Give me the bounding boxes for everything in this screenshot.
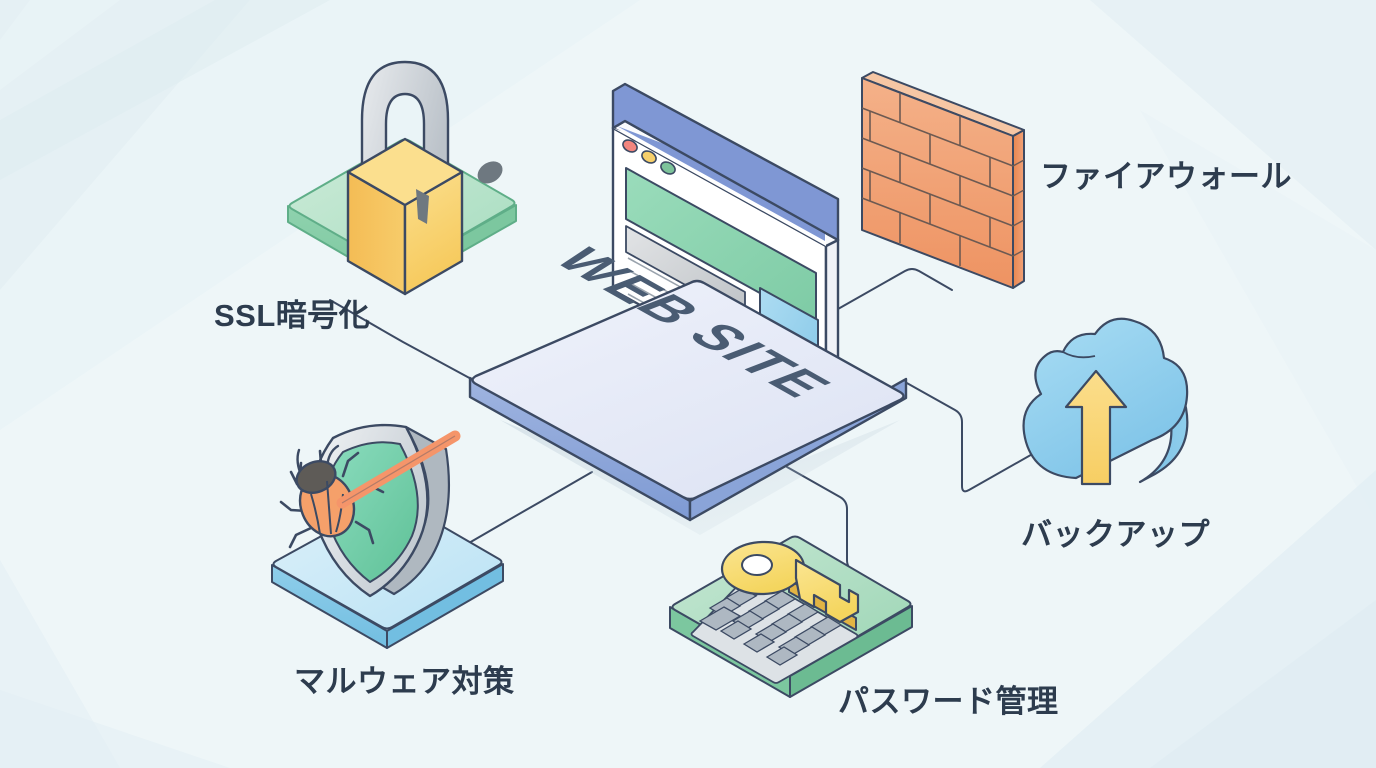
label-malware-protection: マルウェア対策: [294, 664, 515, 699]
label-firewall: ファイアウォール: [1040, 159, 1292, 194]
node-malware-protection[interactable]: [271, 423, 504, 649]
cloud-inner-contour: [1062, 351, 1096, 359]
attack-beam-outline: [341, 435, 456, 504]
bug-head: [295, 460, 337, 494]
connector-center-to-firewall: [837, 268, 953, 310]
malware-platform-side-right: [386, 563, 504, 649]
window-minimize-dot: [641, 150, 657, 164]
attack-beam: [336, 430, 461, 509]
upload-arrow-icon: [1064, 369, 1128, 486]
padlock-keyhole-icon: [416, 161, 503, 224]
window-maximize-dot: [660, 161, 676, 175]
node-ssl-encryption[interactable]: [287, 60, 517, 296]
node-firewall[interactable]: [861, 71, 1025, 289]
brick-side-joints: [1012, 159, 1025, 257]
connector-center-to-ssl: [329, 299, 476, 382]
connector-center-to-malware: [461, 471, 593, 548]
node-backup-cloud[interactable]: [1022, 317, 1189, 486]
connector-center-to-backup: [904, 381, 1037, 493]
label-backup: バックアップ: [1021, 517, 1210, 552]
padlock-body-top: [346, 137, 464, 207]
password-key-icon: [720, 540, 860, 631]
brick-mortar-lines: [861, 93, 1014, 266]
window-close-dot: [622, 139, 638, 153]
center-node-website[interactable]: WEB SITE: [468, 82, 908, 535]
label-password-manager: パスワード管理: [838, 684, 1059, 719]
brick-wall-side: [1012, 129, 1025, 289]
label-ssl-encryption: SSL暗号化: [214, 298, 371, 333]
node-password-manager[interactable]: [669, 535, 913, 698]
slab-top: [471, 279, 905, 501]
